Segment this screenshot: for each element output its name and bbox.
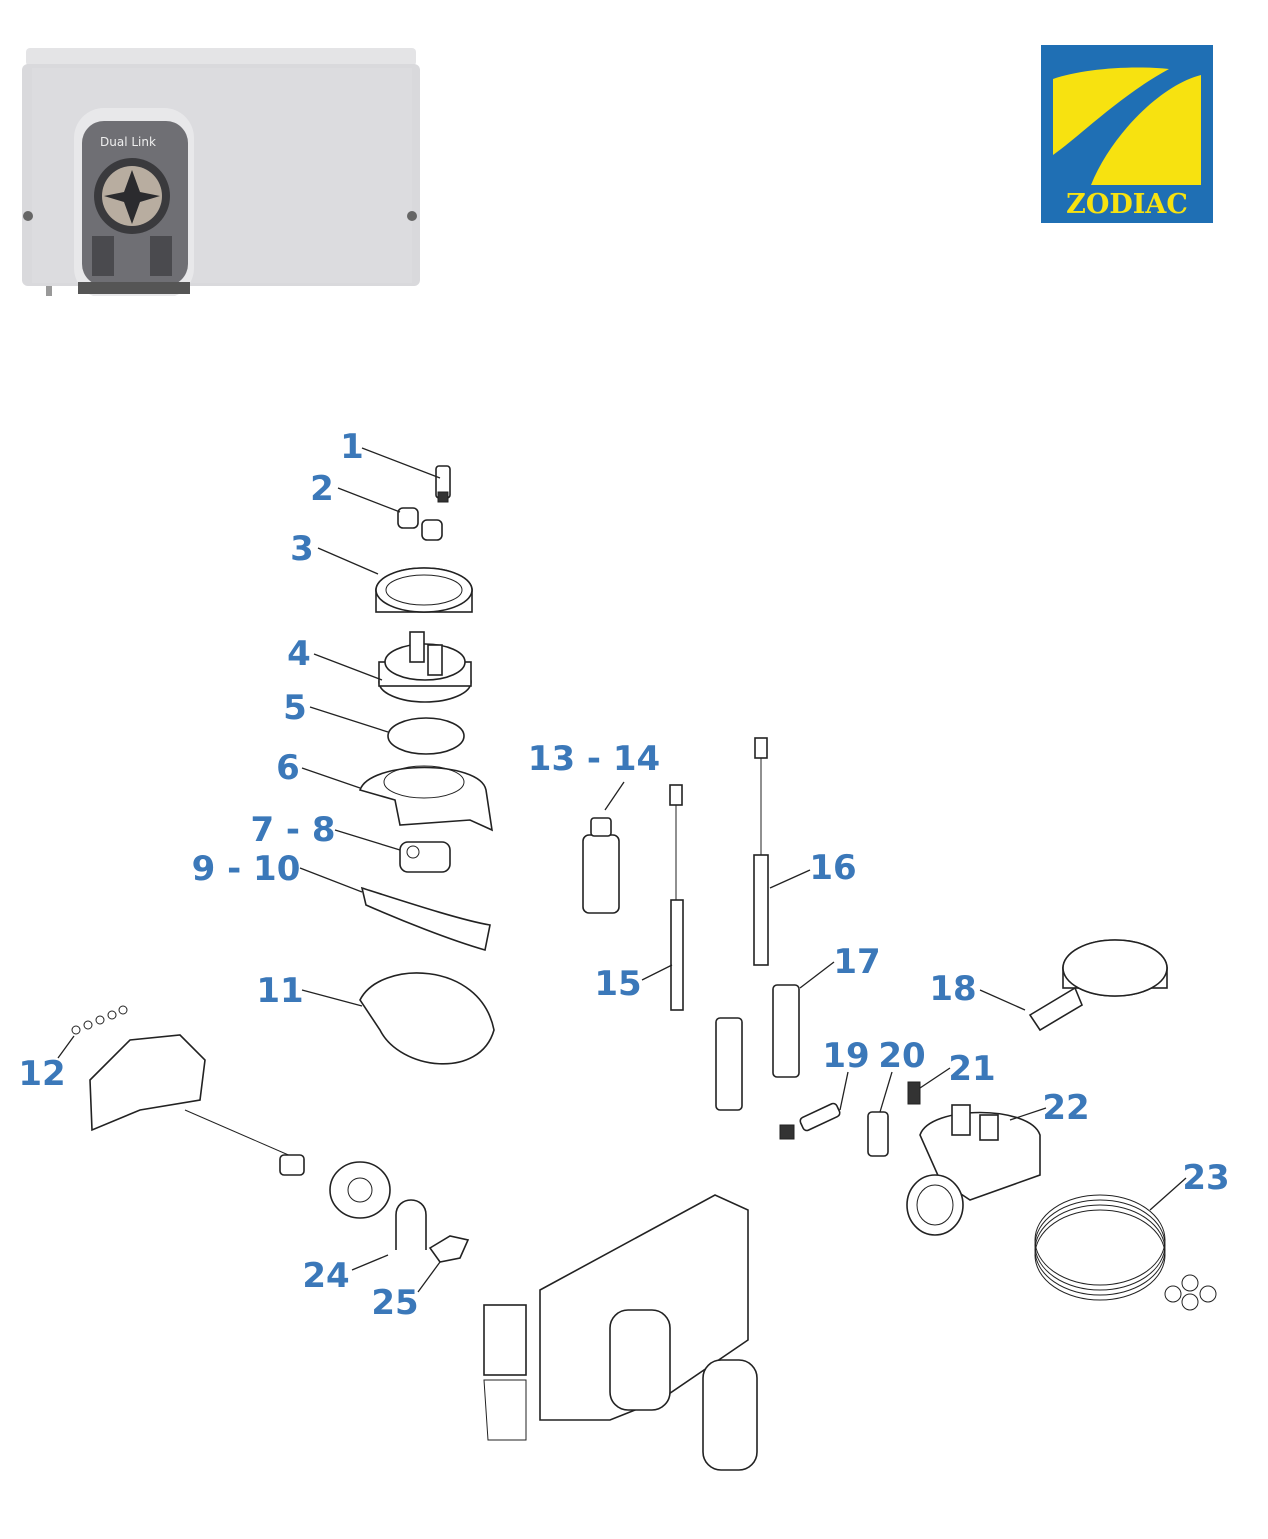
- part-6-body: [358, 765, 494, 832]
- leader-lines: [57, 447, 1187, 1293]
- part-19-valve: [779, 1102, 841, 1140]
- housing-door: [702, 1359, 758, 1471]
- housing: [539, 1194, 749, 1421]
- callout-2: 2: [310, 469, 334, 509]
- callout-4: 4: [287, 634, 311, 674]
- part-4-cap: [378, 631, 472, 703]
- part-15-probe: [669, 784, 684, 1011]
- part-13-14-bottle: [582, 817, 620, 914]
- part-22-injection-housing: [906, 1104, 1041, 1236]
- callout-9-10: 9 - 10: [192, 849, 301, 889]
- part-3-ring-nut: [375, 567, 473, 613]
- part-11-collar: [359, 972, 495, 1065]
- callout-1: 1: [340, 427, 364, 467]
- zodiac-logo: ZODIAC: [1041, 45, 1213, 223]
- part-12-screws: [71, 1005, 128, 1035]
- callout-24: 24: [302, 1256, 349, 1296]
- part-16-probe: [753, 737, 769, 966]
- callout-25: 25: [371, 1283, 418, 1323]
- device-label: Dual Link: [100, 135, 156, 149]
- callout-21: 21: [948, 1049, 995, 1089]
- callout-18: 18: [929, 969, 976, 1009]
- callout-17: 17: [833, 942, 880, 982]
- part-7-8-clip: [399, 841, 451, 873]
- pump-cover: [89, 1034, 206, 1132]
- motor-shaft: [184, 1109, 305, 1176]
- part-25-rotor: [428, 1235, 470, 1263]
- part-21-nipple: [907, 1081, 921, 1105]
- callout-11: 11: [256, 971, 303, 1011]
- callout-7-8: 7 - 8: [250, 810, 335, 850]
- product-photo: Dual Link: [22, 48, 420, 296]
- callout-16: 16: [809, 848, 856, 888]
- part-2-caps: [397, 507, 443, 541]
- screw-icon: [407, 211, 417, 221]
- pump-head: [329, 1161, 391, 1219]
- circuit-board: [483, 1304, 527, 1441]
- part-23-tubing-coil: [1034, 1194, 1217, 1311]
- callout-15: 15: [594, 964, 641, 1004]
- part-1-fitting: [435, 465, 451, 503]
- callout-12: 12: [18, 1054, 65, 1094]
- callout-6: 6: [276, 748, 300, 788]
- part-9-10-half-collar: [360, 886, 491, 952]
- part-5-o-ring: [387, 717, 465, 755]
- callout-19: 19: [822, 1036, 869, 1076]
- screw-icon: [23, 211, 33, 221]
- callout-13-14: 13 - 14: [528, 739, 660, 779]
- callout-5: 5: [283, 688, 307, 728]
- part-24-tube: [395, 1199, 427, 1250]
- part-18-ring: [1028, 939, 1168, 1032]
- callout-23: 23: [1182, 1158, 1229, 1198]
- part-17-sleeve: [715, 984, 800, 1111]
- callout-22: 22: [1042, 1088, 1089, 1128]
- callout-3: 3: [290, 529, 314, 569]
- part-20-spacer: [867, 1111, 889, 1157]
- logo-text: ZODIAC: [1066, 189, 1188, 220]
- callout-20: 20: [878, 1036, 925, 1076]
